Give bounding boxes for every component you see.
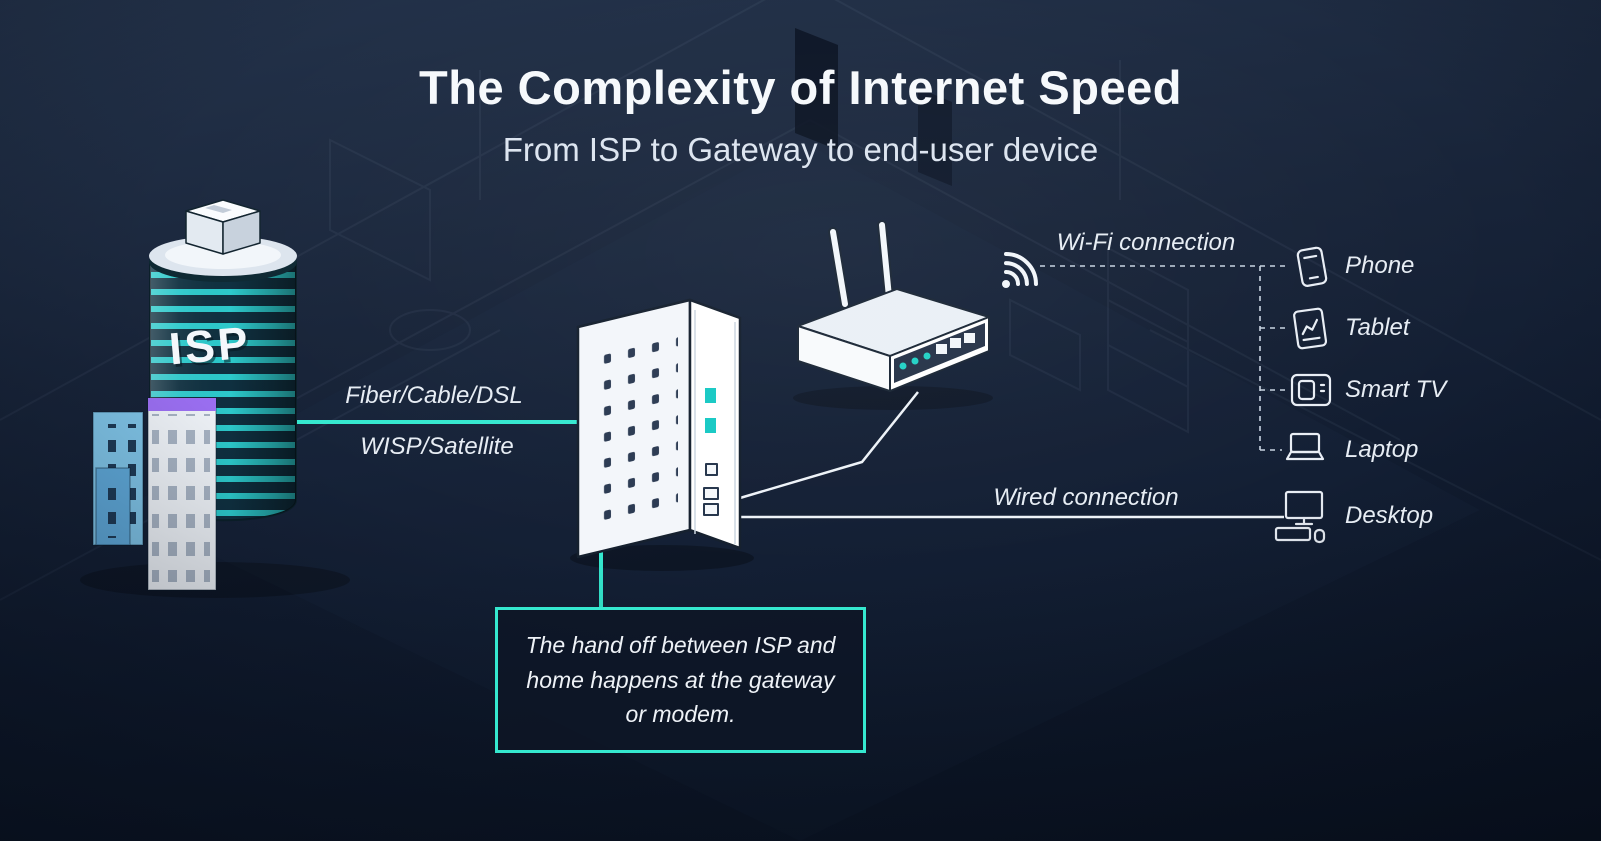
device-label-desktop: Desktop [1345, 502, 1434, 529]
modem-vents [592, 324, 678, 533]
city-buildings [92, 397, 217, 591]
device-label-phone: Phone [1345, 252, 1415, 279]
gateway-modem [576, 298, 742, 559]
modem-port [703, 487, 719, 500]
tablet-icon [1293, 307, 1328, 350]
modem-button [705, 463, 718, 476]
router-port [950, 338, 961, 348]
label-wifi-connection: Wi-Fi connection [1056, 229, 1236, 256]
router-port [964, 333, 975, 343]
router-led [923, 352, 931, 360]
page-title: The Complexity of Internet Speed [419, 61, 1182, 114]
router-led [911, 357, 919, 365]
router-antenna [877, 220, 894, 302]
header: The Complexity of Internet Speed From IS… [0, 60, 1601, 169]
label-fiber-cable-dsl: Fiber/Cable/DSL [345, 382, 523, 409]
router-port [936, 344, 947, 354]
device-label-smart-tv: Smart TV [1345, 376, 1447, 403]
smart-tv-icon [1290, 373, 1332, 407]
modem-led [705, 418, 716, 433]
callout-box: The hand off between ISP and home happen… [495, 607, 866, 753]
label-wired-connection: Wired connection [993, 484, 1179, 511]
router-led [899, 362, 907, 370]
callout-text: The hand off between ISP and home happen… [525, 631, 836, 728]
device-label-laptop: Laptop [1345, 436, 1419, 463]
isp-roof-box [185, 199, 261, 255]
modem-port [703, 503, 719, 516]
page-subtitle: From ISP to Gateway to end-user device [502, 131, 1099, 168]
modem-led [705, 388, 716, 403]
label-wisp-satellite: WISP/Satellite [360, 433, 514, 460]
device-label-tablet: Tablet [1345, 314, 1410, 341]
